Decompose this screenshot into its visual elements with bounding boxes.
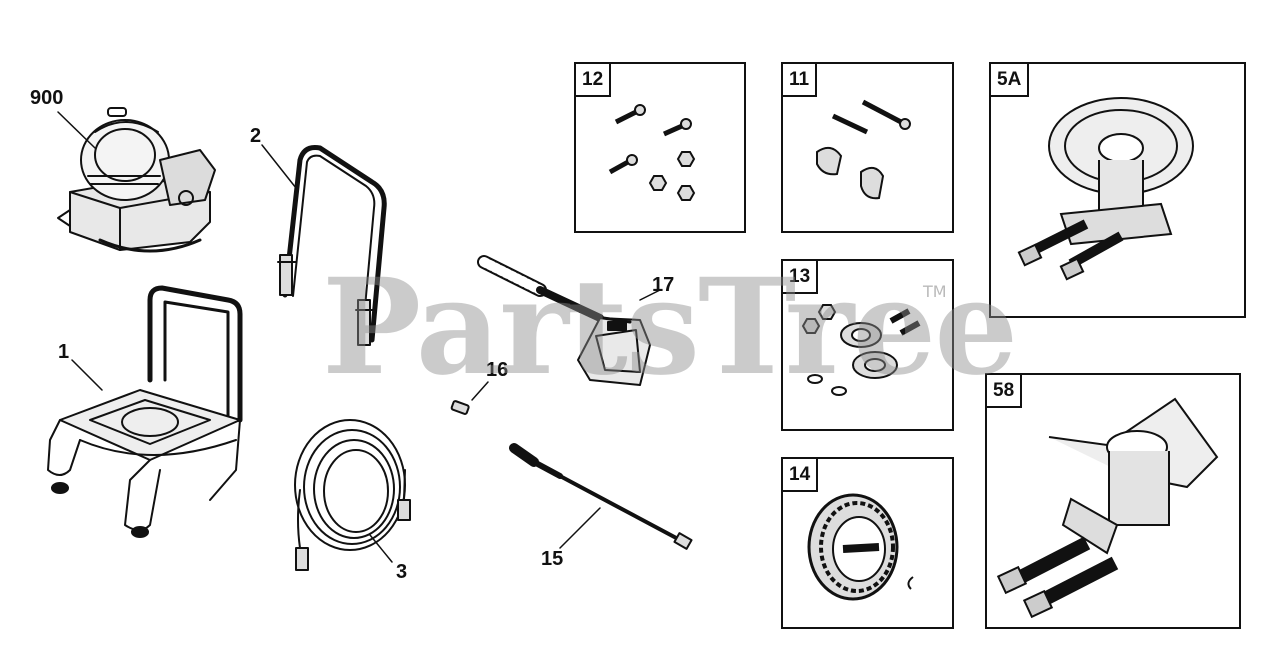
- kit-box-bearings: 13: [781, 259, 954, 431]
- kit-label-bearings: 13: [783, 261, 819, 294]
- callout-engine: 900: [30, 87, 64, 109]
- bearings-drawing: [801, 304, 921, 396]
- pump-b-drawing: [996, 397, 1219, 619]
- callout-nozzle: 16: [486, 359, 509, 381]
- handle-drawing: [277, 145, 387, 346]
- kit-box-bolts: 11: [781, 62, 954, 233]
- kit-box-screws: 12: [574, 62, 746, 233]
- frame-drawing: [47, 285, 243, 538]
- engine-drawing: [57, 107, 216, 253]
- screws-drawing: [608, 104, 696, 201]
- nozzle-drawing: [450, 381, 489, 415]
- callout-handle: 2: [250, 125, 262, 147]
- wheel-drawing: [807, 493, 914, 601]
- kit-label-pump-b: 58: [987, 375, 1023, 408]
- bolts-drawing: [816, 99, 911, 200]
- kit-label-screws: 12: [576, 64, 612, 97]
- kit-box-pump-b: 58: [985, 373, 1241, 629]
- callout-frame: 1: [58, 341, 70, 363]
- hose-drawing: [294, 419, 411, 571]
- kit-box-pump-a: 5A: [989, 62, 1246, 318]
- kit-label-bolts: 11: [783, 64, 818, 97]
- kit-label-wheel: 14: [783, 459, 819, 492]
- callout-wand: 15: [541, 548, 564, 570]
- spray-gun-drawing: [477, 255, 661, 386]
- callout-spray-gun: 17: [652, 274, 675, 296]
- kit-box-wheel: 14: [781, 457, 954, 629]
- kit-label-pump-a: 5A: [991, 64, 1030, 97]
- pump-a-drawing: [1017, 97, 1194, 281]
- wand-drawing: [509, 443, 693, 550]
- callout-hose: 3: [396, 561, 408, 583]
